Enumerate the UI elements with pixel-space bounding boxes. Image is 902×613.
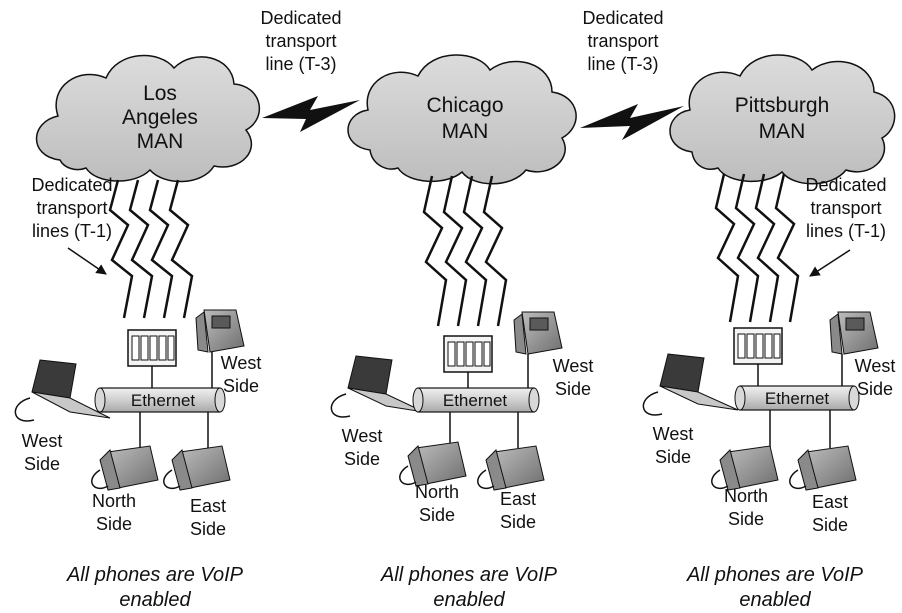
- north-label-line: Side: [728, 509, 764, 529]
- voip-note-line: enabled: [739, 589, 811, 611]
- ip-phone-icon: [195, 309, 245, 388]
- t1-label-line-1: Dedicated: [805, 175, 886, 195]
- voip-note-line: All phones are VoIP: [686, 564, 864, 586]
- desk-phone-icon: [477, 445, 545, 491]
- man-label-line: MAN: [442, 120, 489, 143]
- switch-icon: [733, 327, 783, 388]
- laptop-west-label-line: West: [22, 431, 63, 451]
- t1-pointer-arrow: [809, 249, 851, 277]
- voip-note-line: All phones are VoIP: [380, 564, 558, 586]
- t3-label-line-1: Dedicated: [260, 8, 341, 28]
- t1-lines: [422, 175, 508, 327]
- phone-west-label-line: Side: [223, 376, 259, 396]
- t1-lines: [714, 173, 800, 323]
- desk-phone-icon: [163, 445, 231, 491]
- phone-west-label-line: West: [855, 356, 896, 376]
- desk-phone-icon: [711, 445, 779, 491]
- t1-pointer-arrow: [67, 247, 107, 275]
- ethernet-bus: [734, 385, 860, 448]
- phone-west-label-line: West: [221, 353, 262, 373]
- east-label-line: East: [500, 489, 536, 509]
- laptop-west-label-line: Side: [655, 447, 691, 467]
- desk-phone-icon: [91, 445, 159, 491]
- t3-link-chicago-pittsburgh: [580, 104, 684, 140]
- ip-phone-icon: [829, 311, 879, 388]
- ethernet-bus: [94, 387, 226, 448]
- phone-west-label-line: Side: [555, 379, 591, 399]
- voip-note-line: enabled: [433, 589, 505, 611]
- desk-phone-icon: [789, 445, 857, 491]
- desk-phone-icon: [399, 441, 467, 487]
- man-label-line: Angeles: [122, 106, 198, 129]
- switch-icon: [443, 335, 493, 392]
- t1-lines: [108, 179, 194, 319]
- north-label-line: North: [724, 486, 768, 506]
- site-los-angeles: Los Angeles MAN Dedicated transport line…: [14, 54, 262, 611]
- site-chicago: Chicago MAN West Side: [330, 54, 594, 611]
- t3-label-line-2: transport: [587, 31, 658, 51]
- t3-label-line-3: line (T-3): [587, 54, 658, 74]
- east-label-line: East: [190, 496, 226, 516]
- north-label-line: North: [92, 491, 136, 511]
- laptop-west-label-line: Side: [344, 449, 380, 469]
- ethernet-label: Ethernet: [443, 391, 508, 410]
- north-label-line: Side: [96, 514, 132, 534]
- north-label-line: North: [415, 482, 459, 502]
- t1-label-line-3: lines (T-1): [32, 221, 112, 241]
- man-label-line: Pittsburgh: [735, 94, 830, 117]
- man-label-line: MAN: [137, 130, 184, 153]
- t1-label-line-3: lines (T-1): [806, 221, 886, 241]
- t1-label-line-1: Dedicated: [31, 175, 112, 195]
- north-label-line: Side: [419, 505, 455, 525]
- t1-label-line-2: transport: [36, 198, 107, 218]
- east-label-line: Side: [190, 519, 226, 539]
- ethernet-label: Ethernet: [131, 391, 196, 410]
- man-cloud-icon: [347, 54, 577, 185]
- t3-lightning-icon: [262, 96, 360, 132]
- ethernet-bus: [412, 387, 540, 448]
- east-label-line: Side: [812, 515, 848, 535]
- voip-note-line: All phones are VoIP: [66, 564, 244, 586]
- east-label-line: Side: [500, 512, 536, 532]
- switch-icon: [127, 329, 177, 388]
- east-label-line: East: [812, 492, 848, 512]
- laptop-icon: [14, 359, 111, 422]
- man-label-line: Los: [143, 82, 177, 105]
- t1-label-line-2: transport: [810, 198, 881, 218]
- phone-west-label-line: West: [553, 356, 594, 376]
- laptop-icon: [642, 353, 739, 416]
- man-label-line: MAN: [759, 120, 806, 143]
- man-cloud-icon: [35, 54, 261, 183]
- t3-label-line-1: Dedicated: [582, 8, 663, 28]
- laptop-icon: [330, 355, 425, 418]
- ethernet-label: Ethernet: [765, 389, 830, 408]
- phone-west-label-line: Side: [857, 379, 893, 399]
- voip-note-line: enabled: [119, 589, 191, 611]
- t3-label-line-3: line (T-3): [265, 54, 336, 74]
- ip-phone-icon: [513, 311, 563, 392]
- site-pittsburgh: Pittsburgh MAN Dedicated transport lines…: [642, 54, 896, 611]
- laptop-west-label-line: West: [342, 426, 383, 446]
- man-label-line: Chicago: [426, 94, 503, 117]
- t3-link-la-chicago: [262, 96, 360, 132]
- laptop-west-label-line: West: [653, 424, 694, 444]
- t3-label-line-2: transport: [265, 31, 336, 51]
- t3-lightning-icon: [580, 104, 684, 140]
- laptop-west-label-line: Side: [24, 454, 60, 474]
